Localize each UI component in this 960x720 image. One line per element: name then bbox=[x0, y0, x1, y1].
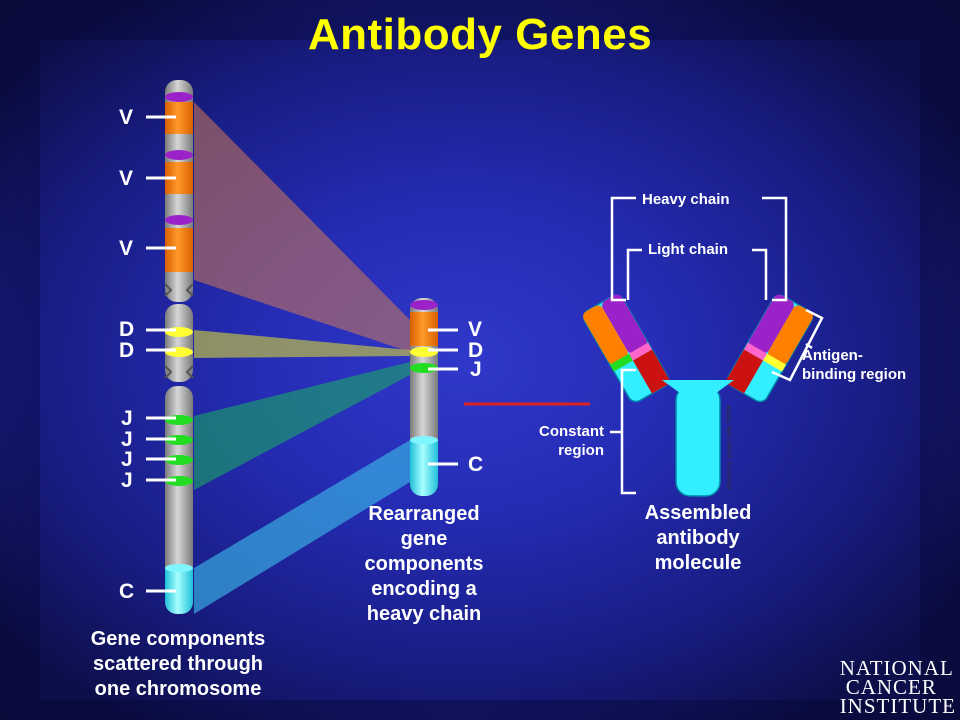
j-connector-fan bbox=[194, 362, 410, 490]
page-title: Antibody Genes bbox=[307, 10, 653, 59]
label-v-3: V bbox=[119, 237, 134, 260]
label-v-1: V bbox=[119, 106, 134, 129]
v-connector-fan bbox=[194, 102, 410, 352]
antibody-molecule: Artwork by Jeanne Kelly, ©2004 bbox=[583, 294, 813, 497]
artwork-credit: Artwork by Jeanne Kelly, ©2004 bbox=[726, 404, 733, 490]
light-chain-bracket bbox=[626, 248, 768, 300]
rearranged-gene bbox=[410, 298, 438, 496]
antigen-binding-bracket bbox=[771, 308, 824, 382]
label-v-2: V bbox=[119, 167, 134, 190]
label-j-3: J bbox=[121, 448, 133, 471]
heavy-chain-label: Heavy chain bbox=[642, 191, 730, 208]
d-connector-fan bbox=[194, 330, 410, 358]
chromosome-label-ticks bbox=[146, 115, 176, 593]
c-connector-fan bbox=[194, 440, 410, 614]
nci-logo: NATIONAL CANCER INSTITUTE bbox=[839, 656, 956, 718]
label-d-2: D bbox=[119, 339, 135, 362]
label-j-2: J bbox=[121, 428, 133, 451]
chromosome-d-section bbox=[164, 304, 194, 382]
chromosome-v-section bbox=[164, 80, 194, 302]
antigen-binding-label: Antigen- binding region bbox=[802, 347, 907, 383]
label-j-1: J bbox=[121, 407, 133, 430]
rearranged-label-d: D bbox=[468, 339, 484, 362]
label-c: C bbox=[119, 580, 135, 603]
rearranged-label-ticks bbox=[428, 328, 458, 466]
rearranged-caption: Rearranged gene components encoding a he… bbox=[364, 503, 484, 625]
chromosome-caption: Gene components scattered through one ch… bbox=[90, 628, 266, 700]
label-d-1: D bbox=[119, 318, 135, 341]
constant-region-label: Constant region bbox=[539, 423, 604, 459]
label-j-4: J bbox=[121, 469, 133, 492]
light-chain-label: Light chain bbox=[648, 241, 728, 258]
chromosome-jc-section bbox=[165, 386, 193, 614]
heavy-chain-bracket bbox=[610, 196, 788, 302]
rearranged-label-c: C bbox=[468, 453, 484, 476]
rearranged-label-j: J bbox=[470, 358, 482, 381]
antibody-caption: Assembled antibody molecule bbox=[644, 502, 752, 574]
constant-region-bracket bbox=[610, 368, 636, 495]
rearranged-label-v: V bbox=[468, 318, 483, 341]
